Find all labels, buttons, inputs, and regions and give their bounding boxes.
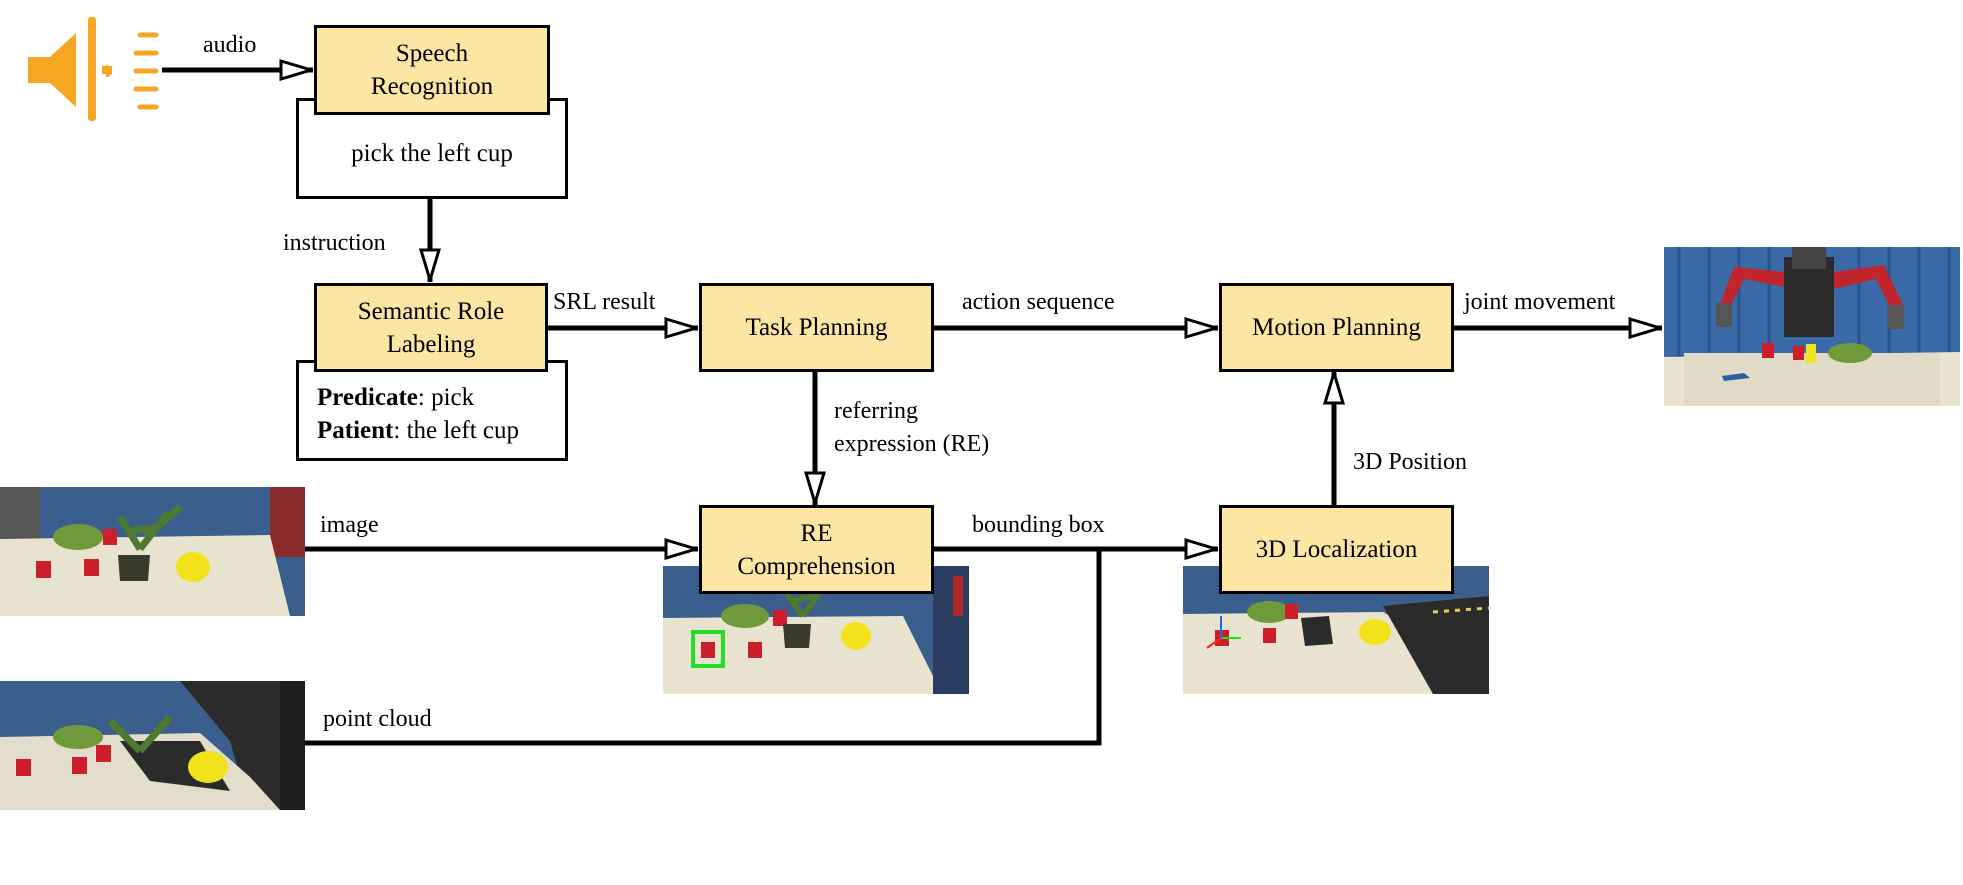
input-image-photo <box>0 487 305 616</box>
srl-line1: Semantic Role <box>357 297 505 325</box>
re-comprehension-box: RE Comprehension <box>699 505 934 594</box>
motion-planning-box: Motion Planning <box>1219 283 1454 372</box>
srl-output-box: Predicate: pick Patient: the left cup <box>296 360 568 461</box>
speaker-icon <box>28 17 159 121</box>
motion-planning-label: Motion Planning <box>1252 314 1421 341</box>
label-3d-position: 3D Position <box>1353 449 1468 475</box>
srl-line2: Labeling <box>386 330 476 358</box>
speech-recognition-line2: Recognition <box>370 73 494 100</box>
semantic-role-labeling-box: Semantic Role Labeling <box>314 283 548 372</box>
label-image: image <box>320 512 379 538</box>
re-comprehension-line2: Comprehension <box>737 552 896 580</box>
robot-photo <box>1664 247 1960 406</box>
speech-recognition-line1: Speech <box>395 40 469 67</box>
speech-output-text: pick the left cup <box>351 140 513 167</box>
localization-3d-label: 3D Localization <box>1255 536 1418 563</box>
localization-3d-box: 3D Localization <box>1219 505 1454 594</box>
label-referring-expression-line1: referring <box>834 398 918 424</box>
label-instruction: instruction <box>283 230 386 256</box>
srl-patient-key: Patient <box>317 417 394 444</box>
label-bounding-box: bounding box <box>972 512 1105 538</box>
point-cloud-photo <box>0 681 305 810</box>
srl-patient-value: : the left cup <box>393 417 520 444</box>
label-srl-result: SRL result <box>553 289 656 315</box>
label-point-cloud: point cloud <box>323 706 432 732</box>
re-comprehension-line1: RE <box>800 519 833 547</box>
edge-point-cloud <box>303 549 1102 746</box>
label-action-sequence: action sequence <box>962 289 1115 315</box>
task-planning-box: Task Planning <box>699 283 934 372</box>
srl-predicate-value: : pick <box>417 384 475 411</box>
label-audio: audio <box>203 32 257 58</box>
label-joint-movement: joint movement <box>1464 289 1616 315</box>
srl-predicate-row: Predicate: pick <box>317 381 474 414</box>
label-referring-expression: referring expression (RE) <box>834 395 989 461</box>
srl-patient-row: Patient: the left cup <box>317 414 519 447</box>
task-planning-label: Task Planning <box>745 314 888 341</box>
srl-predicate-key: Predicate <box>317 384 418 411</box>
label-referring-expression-line2: expression (RE) <box>834 431 990 457</box>
speech-recognition-box: Speech Recognition <box>314 25 550 115</box>
